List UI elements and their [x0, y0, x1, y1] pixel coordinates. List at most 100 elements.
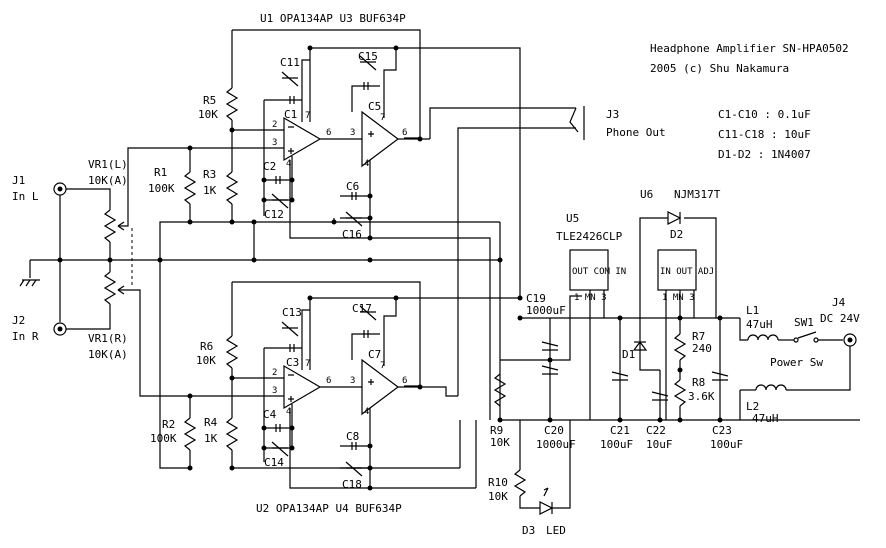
- sw1-ref: SW1: [794, 316, 814, 329]
- u5-part: TLE2426CLP: [556, 230, 623, 243]
- c7-label: C7: [368, 348, 381, 361]
- l1-inductor-icon: [747, 334, 779, 341]
- u4-pin-in: 3: [350, 376, 355, 386]
- j3-ref: J3: [606, 108, 619, 121]
- c17-label: C17: [352, 302, 372, 315]
- l1-value: 47uH: [746, 318, 773, 331]
- r10-resistor-icon: [513, 469, 527, 497]
- j1-ref: J1: [12, 174, 25, 187]
- r5-resistor-icon: [225, 87, 239, 121]
- u3-pin-vneg: 4: [364, 159, 369, 169]
- r9-resistor-icon: [493, 373, 507, 407]
- u2-pin-inminus: 2: [272, 368, 277, 378]
- c4-capacitor-icon: [275, 424, 281, 432]
- vr1r-ref: VR1(R): [88, 332, 128, 345]
- r1-value: 100K: [148, 182, 175, 195]
- r7-ref: R7: [692, 330, 705, 343]
- c4-label: C4: [263, 408, 277, 421]
- c5-capacitor-icon: [363, 82, 369, 90]
- c3-capacitor-icon: [289, 344, 295, 352]
- r10-ref: R10: [488, 476, 508, 489]
- u2-pin-vpos: 7: [305, 359, 310, 369]
- l2-ref: L2: [746, 400, 759, 413]
- u3-pin-in: 3: [350, 128, 355, 138]
- c21-value: 100uF: [600, 438, 633, 451]
- u1-pin-vneg: 4: [286, 159, 291, 169]
- c19-value: 1000uF: [526, 304, 566, 317]
- c22-value: 10uF: [646, 438, 673, 451]
- c2-capacitor-icon: [275, 176, 281, 184]
- c8-capacitor-icon: [351, 442, 357, 450]
- sw1-switch-icon: [793, 337, 799, 343]
- c15-label: C15: [358, 50, 378, 63]
- j4-name: DC 24V: [820, 312, 860, 325]
- l2-inductor-icon: [755, 384, 787, 391]
- bottom-ic-labels: U2 OPA134AP U4 BUF634P: [256, 502, 402, 515]
- c21-capacitor-icon: [611, 371, 629, 381]
- r2-ref: R2: [162, 418, 175, 431]
- j4-ref: J4: [832, 296, 846, 309]
- u4-pin-vneg: 4: [364, 407, 369, 417]
- l2-value: 47uH: [752, 412, 779, 425]
- u6-marking: IN OUT ADJ: [660, 267, 714, 277]
- ground-icon: [19, 279, 40, 287]
- j4-jack-icon: [843, 333, 857, 347]
- d3-led-icon: [539, 501, 554, 515]
- u3-pin-vpos: 7: [380, 113, 385, 123]
- c20-capacitor-icon: [541, 365, 559, 375]
- title-line1: Headphone Amplifier SN-HPA0502: [650, 42, 849, 55]
- r8-resistor-icon: [673, 379, 687, 407]
- r2-resistor-icon: [183, 417, 197, 451]
- u4-pin-out: 6: [402, 376, 407, 386]
- d2-label: D2: [670, 228, 683, 241]
- d3-ref: D3: [522, 524, 535, 537]
- r3-resistor-icon: [225, 171, 239, 205]
- l1-ref: L1: [746, 304, 759, 317]
- u2-pin-inplus: 3: [272, 386, 277, 396]
- c22-ref: C22: [646, 424, 666, 437]
- c23-capacitor-icon: [711, 371, 729, 381]
- r10-value: 10K: [488, 490, 508, 503]
- u2-opamp-icon: [283, 364, 322, 410]
- r6-resistor-icon: [225, 335, 239, 369]
- j2-name: In R: [12, 330, 39, 343]
- vr1r-resistor-icon: [103, 271, 117, 305]
- j3-name: Phone Out: [606, 126, 666, 139]
- vr1l-value: 10K(A): [88, 174, 128, 187]
- r2-value: 100K: [150, 432, 177, 445]
- r5-value: 10K: [198, 108, 218, 121]
- vr1l-ref: VR1(L): [88, 158, 128, 171]
- u6-ref: U6: [640, 188, 653, 201]
- c2-label: C2: [263, 160, 276, 173]
- r8-value: 3.6K: [688, 390, 715, 403]
- u5-marking: OUT COM IN: [572, 267, 626, 277]
- c19-ref: C19: [526, 292, 546, 305]
- u1-pin-inminus: 2: [272, 120, 277, 130]
- r4-resistor-icon: [225, 417, 239, 451]
- vr1r-value: 10K(A): [88, 348, 128, 361]
- c16-label: C16: [342, 228, 362, 241]
- r1-resistor-icon: [183, 171, 197, 205]
- u1-opamp-icon: [283, 116, 322, 162]
- c5-label: C5: [368, 100, 381, 113]
- note-line2: C11-C18 : 10uF: [718, 128, 811, 141]
- u1-pin-vpos: 7: [305, 111, 310, 121]
- r9-ref: R9: [490, 424, 503, 437]
- u4-pin-vpos: 7: [380, 361, 385, 371]
- u1-pin-out: 6: [326, 128, 331, 138]
- r6-value: 10K: [196, 354, 216, 367]
- r4-value: 1K: [204, 432, 218, 445]
- j3-jack-icon: [569, 106, 585, 140]
- c12-label: C12: [264, 208, 284, 221]
- u6-regulator-icon: [657, 249, 697, 291]
- c11-label: C11: [280, 56, 300, 69]
- r7-value: 240: [692, 342, 712, 355]
- c19-capacitor-icon: [541, 341, 559, 351]
- u2-pin-out: 6: [326, 376, 331, 386]
- d1-label: D1: [622, 348, 635, 361]
- j1-name: In L: [12, 190, 39, 203]
- c6-label: C6: [346, 180, 359, 193]
- c3-label: C3: [286, 356, 299, 369]
- c23-ref: C23: [712, 424, 732, 437]
